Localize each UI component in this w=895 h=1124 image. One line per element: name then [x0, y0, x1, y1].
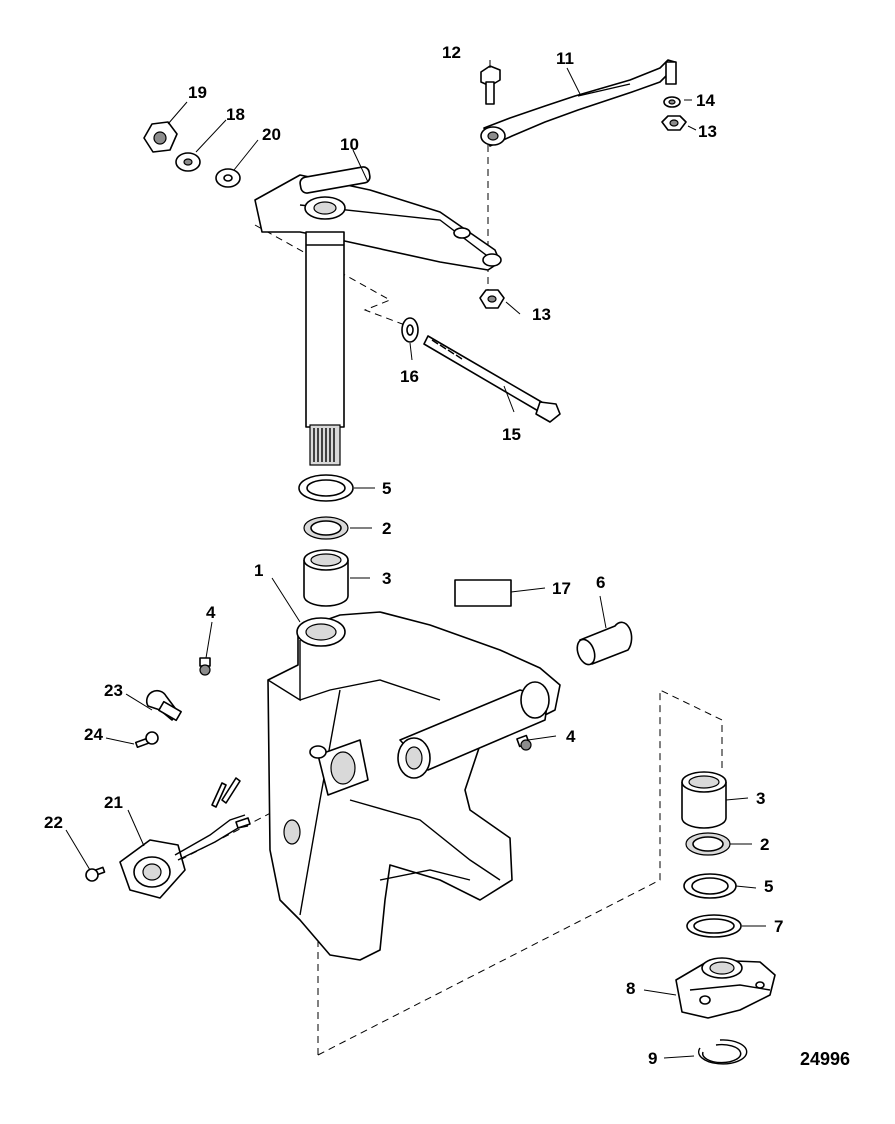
decal-17 — [454, 579, 512, 607]
callout-20: 20 — [262, 125, 281, 144]
callout-13-upper: 13 — [698, 122, 717, 141]
callout-3-lower: 3 — [756, 789, 765, 808]
callout-17: 17 — [552, 579, 571, 598]
callout-22: 22 — [44, 813, 63, 832]
callout-12: 12 — [442, 43, 461, 62]
callout-10: 10 — [340, 135, 359, 154]
bolt-15 — [423, 335, 561, 423]
bushing-6 — [576, 621, 633, 666]
callout-19: 19 — [188, 83, 207, 102]
callout-15: 15 — [502, 425, 521, 444]
callout-1: 1 — [254, 561, 263, 580]
clamp-23 — [145, 689, 182, 722]
grease-fitting-4-left — [199, 657, 211, 676]
callout-3-upper: 3 — [382, 569, 391, 588]
callout-23: 23 — [104, 681, 123, 700]
bushing-2-upper — [303, 516, 349, 540]
steering-shaft-10 — [305, 231, 345, 466]
figure-number: 24996 — [800, 1049, 850, 1069]
callout-16: 16 — [400, 367, 419, 386]
callout-5-lower: 5 — [764, 877, 773, 896]
washer-16 — [401, 317, 419, 343]
screw-22 — [85, 866, 106, 882]
wave-washer-7 — [686, 914, 742, 938]
washer-20 — [215, 168, 241, 188]
callout-13-lower: 13 — [532, 305, 551, 324]
nut-19 — [143, 121, 178, 153]
callout-8: 8 — [626, 979, 635, 998]
steering-arm-lower-8 — [675, 957, 776, 1019]
callout-7: 7 — [774, 917, 783, 936]
swivel-bracket-1 — [267, 611, 561, 961]
callout-21: 21 — [104, 793, 123, 812]
thrust-washer-5-upper — [298, 474, 354, 502]
callout-18: 18 — [226, 105, 245, 124]
callout-6: 6 — [596, 573, 605, 592]
leader-lines — [65, 60, 766, 1059]
callout-24: 24 — [84, 725, 103, 744]
washer-14 — [663, 96, 681, 108]
grease-fitting-4-right — [516, 734, 532, 751]
callout-9: 9 — [648, 1049, 657, 1068]
washer-18 — [175, 152, 201, 172]
retaining-ring-9 — [697, 1039, 748, 1065]
callout-4-left: 4 — [206, 603, 216, 622]
callout-2-lower: 2 — [760, 835, 769, 854]
nut-13-upper — [661, 115, 687, 131]
callout-14: 14 — [696, 91, 715, 110]
callout-4-right: 4 — [566, 727, 576, 746]
nut-13-lower — [479, 289, 505, 309]
screw-24 — [134, 731, 159, 749]
assembly-center-lines — [179, 145, 723, 1056]
callout-2-upper: 2 — [382, 519, 391, 538]
steering-arm-10 — [254, 166, 502, 271]
trim-sender-21 — [119, 777, 251, 899]
bolt-12 — [480, 65, 501, 105]
bushing-2-lower — [685, 832, 731, 856]
bearing-3-upper — [303, 549, 349, 607]
bearing-3-lower — [681, 771, 727, 829]
callout-11: 11 — [556, 49, 574, 68]
thrust-washer-5-lower — [683, 873, 737, 899]
callout-5-upper: 5 — [382, 479, 391, 498]
steering-link-rod-11 — [480, 59, 677, 147]
callout-labels: 19 18 20 10 12 11 14 13 13 16 15 5 2 3 1… — [44, 43, 850, 1069]
